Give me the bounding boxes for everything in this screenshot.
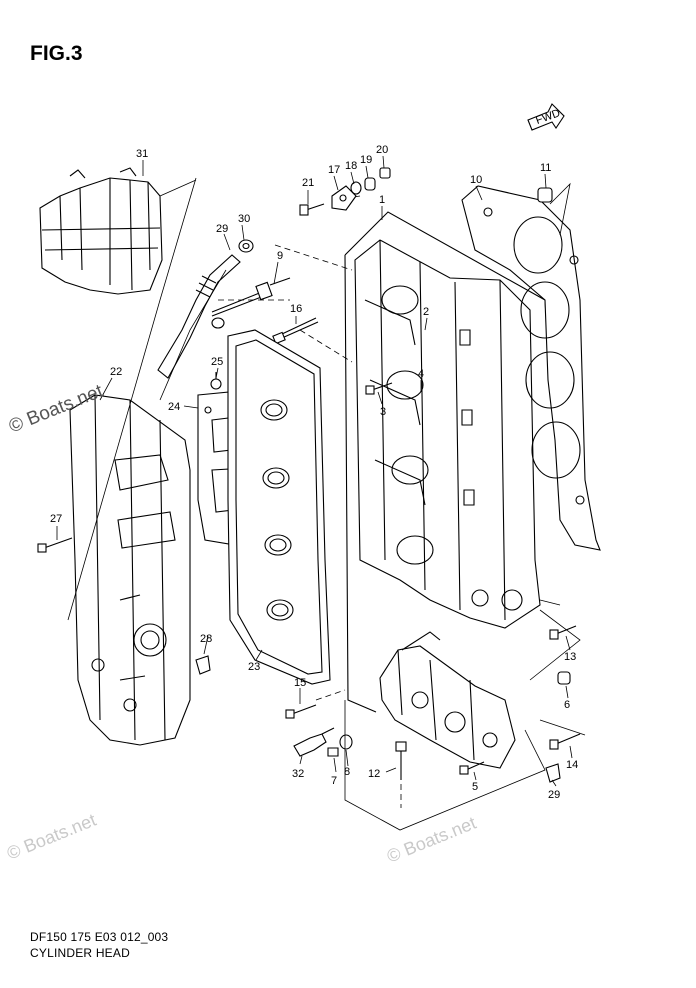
part-7-washer: [327, 747, 339, 757]
part-lower-housing: [379, 631, 516, 769]
part-15-bolt: [285, 704, 317, 719]
callout-15: 15: [294, 677, 306, 689]
part-30-breather-hose: [157, 254, 241, 379]
callout-31: 30: [238, 213, 250, 225]
callout-23: 23: [248, 661, 260, 673]
callout-11: 11: [540, 162, 551, 174]
callout-29-left: 28: [200, 633, 212, 645]
callout-5: 5: [472, 781, 478, 793]
part-14-bolt: [549, 733, 581, 750]
callout-3: 3: [380, 406, 386, 418]
callout-6: 6: [564, 699, 570, 711]
part-22-cylinder-head-cover: [69, 394, 191, 746]
callout-12: 12: [368, 768, 380, 780]
part-19-collar: [364, 177, 376, 191]
callout-28: 31: [136, 148, 148, 160]
part-6-dowel: [557, 671, 571, 685]
figure-label: FIG.3: [30, 42, 83, 65]
part-17-bracket: [331, 185, 357, 211]
callout-19: 19: [360, 154, 372, 166]
callout-18: 18: [345, 160, 357, 172]
callout-30: 29: [216, 223, 228, 235]
callout-4: 4: [418, 368, 424, 380]
part-18-o-ring: [350, 181, 362, 195]
callout-32: 32: [292, 768, 304, 780]
callout-labels: 31 30 29 9 16 25 24 22 27 23 28 15 32 7 …: [50, 144, 578, 801]
lower-guide-lines: [315, 609, 586, 831]
callout-14: 14: [566, 759, 578, 771]
fwd-arrow-icon: FWD: [527, 103, 565, 131]
part-3-bolt: [365, 382, 393, 395]
part-29-plug-left: [195, 655, 211, 675]
callout-8: 8: [344, 766, 350, 778]
part-5-bolt: [459, 761, 485, 775]
callout-27: 27: [50, 513, 62, 525]
part-32-sensor: [293, 727, 335, 757]
callout-22: 22: [110, 366, 122, 378]
part-9-bolt: [211, 277, 291, 317]
part-1-cylinder-head: [344, 211, 551, 713]
callout-24: 24: [168, 401, 180, 413]
part-8-o-ring: [339, 734, 353, 750]
part-25-screw: [210, 372, 222, 390]
leader-lines: [56, 155, 573, 787]
callout-17: 17: [328, 164, 340, 176]
part-28-upper-cover: [39, 167, 163, 295]
callout-2: 2: [423, 306, 429, 318]
callout-1: 1: [379, 194, 385, 206]
part-29-plug-right: [545, 763, 561, 783]
footer-title: CYLINDER HEAD: [30, 946, 130, 960]
callout-25: 25: [211, 356, 223, 368]
part-10-head-gasket: [461, 185, 601, 551]
callout-7: 7: [331, 775, 337, 787]
callout-13: 13: [564, 651, 576, 663]
part-21-bolt: [299, 203, 325, 216]
part-20-bolt: [379, 167, 391, 179]
part-11-dowel-pin: [537, 182, 571, 236]
part-16-bolt: [272, 317, 319, 345]
part-27-bolt: [37, 537, 73, 553]
part-13-bolt: [549, 625, 577, 640]
callout-10: 10: [470, 174, 482, 186]
callout-16: 16: [290, 303, 302, 315]
callout-29-right: 29: [548, 789, 560, 801]
part-12-bolt: [395, 741, 407, 808]
footer-code: DF150 175 E03 012_003: [30, 930, 169, 944]
callout-21: 21: [302, 177, 314, 189]
callout-9: 9: [277, 250, 283, 262]
callout-20: 20: [376, 144, 388, 156]
part-23-cover-gasket: [227, 329, 331, 685]
part-31-hose-clip: [238, 239, 254, 253]
